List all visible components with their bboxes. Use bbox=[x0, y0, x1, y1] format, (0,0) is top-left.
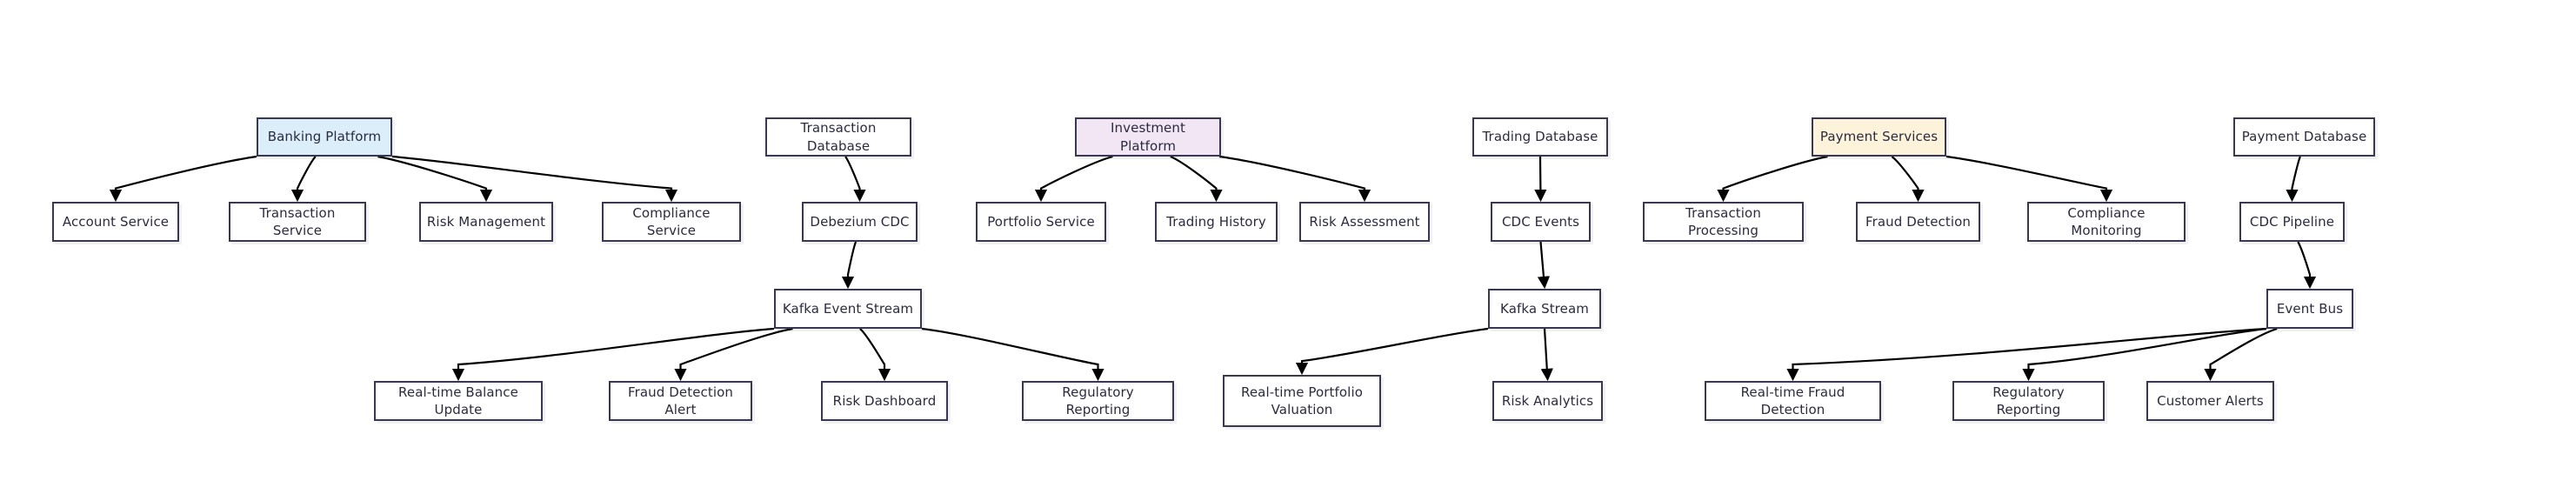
node-label: Risk Dashboard bbox=[832, 392, 937, 409]
node-label: Trading History bbox=[1166, 213, 1266, 230]
node-transaction-processing[interactable]: Transaction Processing bbox=[1643, 202, 1804, 242]
node-label: Fraud Detection Alert bbox=[627, 384, 734, 417]
node-label: CDC Pipeline bbox=[2249, 213, 2335, 230]
node-label: Real-time Portfolio Valuation bbox=[1240, 384, 1363, 417]
node-label: Risk Analytics bbox=[1501, 392, 1594, 409]
edge-cdc-pipeline-to-event-bus bbox=[2297, 241, 2317, 290]
node-risk-analytics[interactable]: Risk Analytics bbox=[1492, 381, 1603, 421]
edge-investment-platform-to-risk-assessment bbox=[1219, 155, 1371, 203]
edge-kafka-event-stream-to-fraud-detection-alert bbox=[674, 327, 793, 382]
node-real-time-fraud-detection[interactable]: Real-time Fraud Detection bbox=[1705, 381, 1881, 421]
node-regulatory-reporting-2[interactable]: Regulatory Reporting bbox=[1952, 381, 2105, 421]
node-risk-management[interactable]: Risk Management bbox=[419, 202, 553, 242]
node-label: Investment Platform bbox=[1111, 120, 1185, 154]
node-label: Fraud Detection bbox=[1865, 213, 1972, 230]
node-fraud-detection[interactable]: Fraud Detection bbox=[1856, 202, 1980, 242]
edge-banking-platform-to-account-service bbox=[109, 155, 257, 203]
node-trading-history[interactable]: Trading History bbox=[1155, 202, 1278, 242]
edge-payment-database-to-cdc-pipeline bbox=[2286, 156, 2301, 203]
edge-kafka-event-stream-to-regulatory-reporting-1 bbox=[921, 327, 1104, 382]
node-transaction-database[interactable]: Transaction Database bbox=[765, 117, 911, 157]
node-compliance-service[interactable]: Compliance Service bbox=[602, 202, 741, 242]
node-label: Compliance Service bbox=[632, 204, 711, 238]
node-payment-database[interactable]: Payment Database bbox=[2233, 117, 2375, 157]
node-customer-alerts[interactable]: Customer Alerts bbox=[2146, 381, 2274, 421]
node-label: Regulatory Reporting bbox=[1992, 384, 2065, 417]
node-label: Customer Alerts bbox=[2157, 392, 2264, 409]
node-real-time-balance-update[interactable]: Real-time Balance Update bbox=[374, 381, 543, 421]
node-transaction-service[interactable]: Transaction Service bbox=[229, 202, 366, 242]
node-label: Real-time Balance Update bbox=[398, 384, 518, 417]
node-label: Transaction Processing bbox=[1685, 204, 1761, 238]
node-investment-platform[interactable]: Investment Platform bbox=[1075, 117, 1221, 157]
node-cdc-pipeline[interactable]: CDC Pipeline bbox=[2239, 202, 2345, 242]
edge-investment-platform-to-portfolio-service bbox=[1034, 155, 1113, 203]
node-label: Transaction Service bbox=[259, 204, 336, 238]
edge-trading-database-to-cdc-events bbox=[1534, 156, 1547, 203]
edge-debezium-cdc-to-kafka-event-stream bbox=[841, 241, 858, 290]
node-label: Payment Database bbox=[2241, 129, 2367, 145]
node-debezium-cdc[interactable]: Debezium CDC bbox=[802, 202, 918, 242]
node-kafka-stream[interactable]: Kafka Stream bbox=[1488, 289, 1601, 329]
edge-transaction-database-to-debezium-cdc bbox=[844, 156, 866, 203]
edge-event-bus-to-customer-alerts bbox=[2204, 327, 2278, 382]
node-portfolio-service[interactable]: Portfolio Service bbox=[976, 202, 1106, 242]
edge-banking-platform-to-compliance-service bbox=[391, 155, 678, 203]
node-label: Kafka Event Stream bbox=[782, 300, 914, 317]
node-event-bus[interactable]: Event Bus bbox=[2266, 289, 2353, 329]
edge-payment-services-to-transaction-processing bbox=[1717, 155, 1828, 203]
node-label: Regulatory Reporting bbox=[1062, 384, 1134, 417]
node-risk-assessment[interactable]: Risk Assessment bbox=[1299, 202, 1430, 242]
node-label: Kafka Stream bbox=[1500, 300, 1589, 317]
node-label: Portfolio Service bbox=[987, 213, 1095, 230]
node-banking-platform[interactable]: Banking Platform bbox=[257, 117, 392, 157]
edge-kafka-event-stream-to-real-time-balance-update bbox=[451, 327, 775, 382]
node-risk-dashboard[interactable]: Risk Dashboard bbox=[821, 381, 948, 421]
edge-payment-services-to-fraud-detection bbox=[1891, 156, 1925, 203]
edge-kafka-stream-to-risk-analytics bbox=[1540, 328, 1553, 382]
node-fraud-detection-alert[interactable]: Fraud Detection Alert bbox=[609, 381, 752, 421]
edge-kafka-event-stream-to-risk-dashboard bbox=[859, 328, 891, 382]
node-label: Compliance Monitoring bbox=[2067, 204, 2146, 238]
edge-payment-services-to-compliance-monitoring bbox=[1945, 155, 2113, 203]
node-kafka-event-stream[interactable]: Kafka Event Stream bbox=[774, 289, 922, 329]
node-label: Trading Database bbox=[1482, 129, 1598, 145]
node-compliance-monitoring[interactable]: Compliance Monitoring bbox=[2027, 202, 2186, 242]
node-real-time-portfolio-valuation[interactable]: Real-time Portfolio Valuation bbox=[1223, 375, 1381, 427]
edge-banking-platform-to-transaction-service bbox=[290, 156, 317, 203]
edge-cdc-events-to-kafka-stream bbox=[1537, 241, 1551, 290]
edge-banking-platform-to-risk-management bbox=[377, 155, 493, 203]
edge-event-bus-to-regulatory-reporting-2 bbox=[2022, 327, 2267, 382]
node-cdc-events[interactable]: CDC Events bbox=[1491, 202, 1591, 242]
node-label: Risk Management bbox=[426, 213, 546, 230]
edge-event-bus-to-real-time-fraud-detection bbox=[1786, 327, 2267, 382]
node-label: Real-time Fraud Detection bbox=[1740, 384, 1845, 417]
node-label: Account Service bbox=[62, 213, 170, 230]
node-label: Transaction Database bbox=[800, 120, 877, 154]
node-account-service[interactable]: Account Service bbox=[52, 202, 179, 242]
node-label: Risk Assessment bbox=[1309, 213, 1420, 230]
edge-kafka-stream-to-real-time-portfolio-valuation bbox=[1295, 327, 1489, 376]
node-payment-services[interactable]: Payment Services bbox=[1812, 117, 1946, 157]
node-label: CDC Events bbox=[1501, 213, 1580, 230]
node-label: Banking Platform bbox=[267, 129, 382, 145]
edge-investment-platform-to-trading-history bbox=[1170, 155, 1223, 203]
node-label: Payment Services bbox=[1819, 129, 1939, 145]
node-label: Debezium CDC bbox=[810, 213, 910, 230]
node-trading-database[interactable]: Trading Database bbox=[1472, 117, 1608, 157]
node-regulatory-reporting-1[interactable]: Regulatory Reporting bbox=[1022, 381, 1174, 421]
node-label: Event Bus bbox=[2276, 300, 2344, 317]
